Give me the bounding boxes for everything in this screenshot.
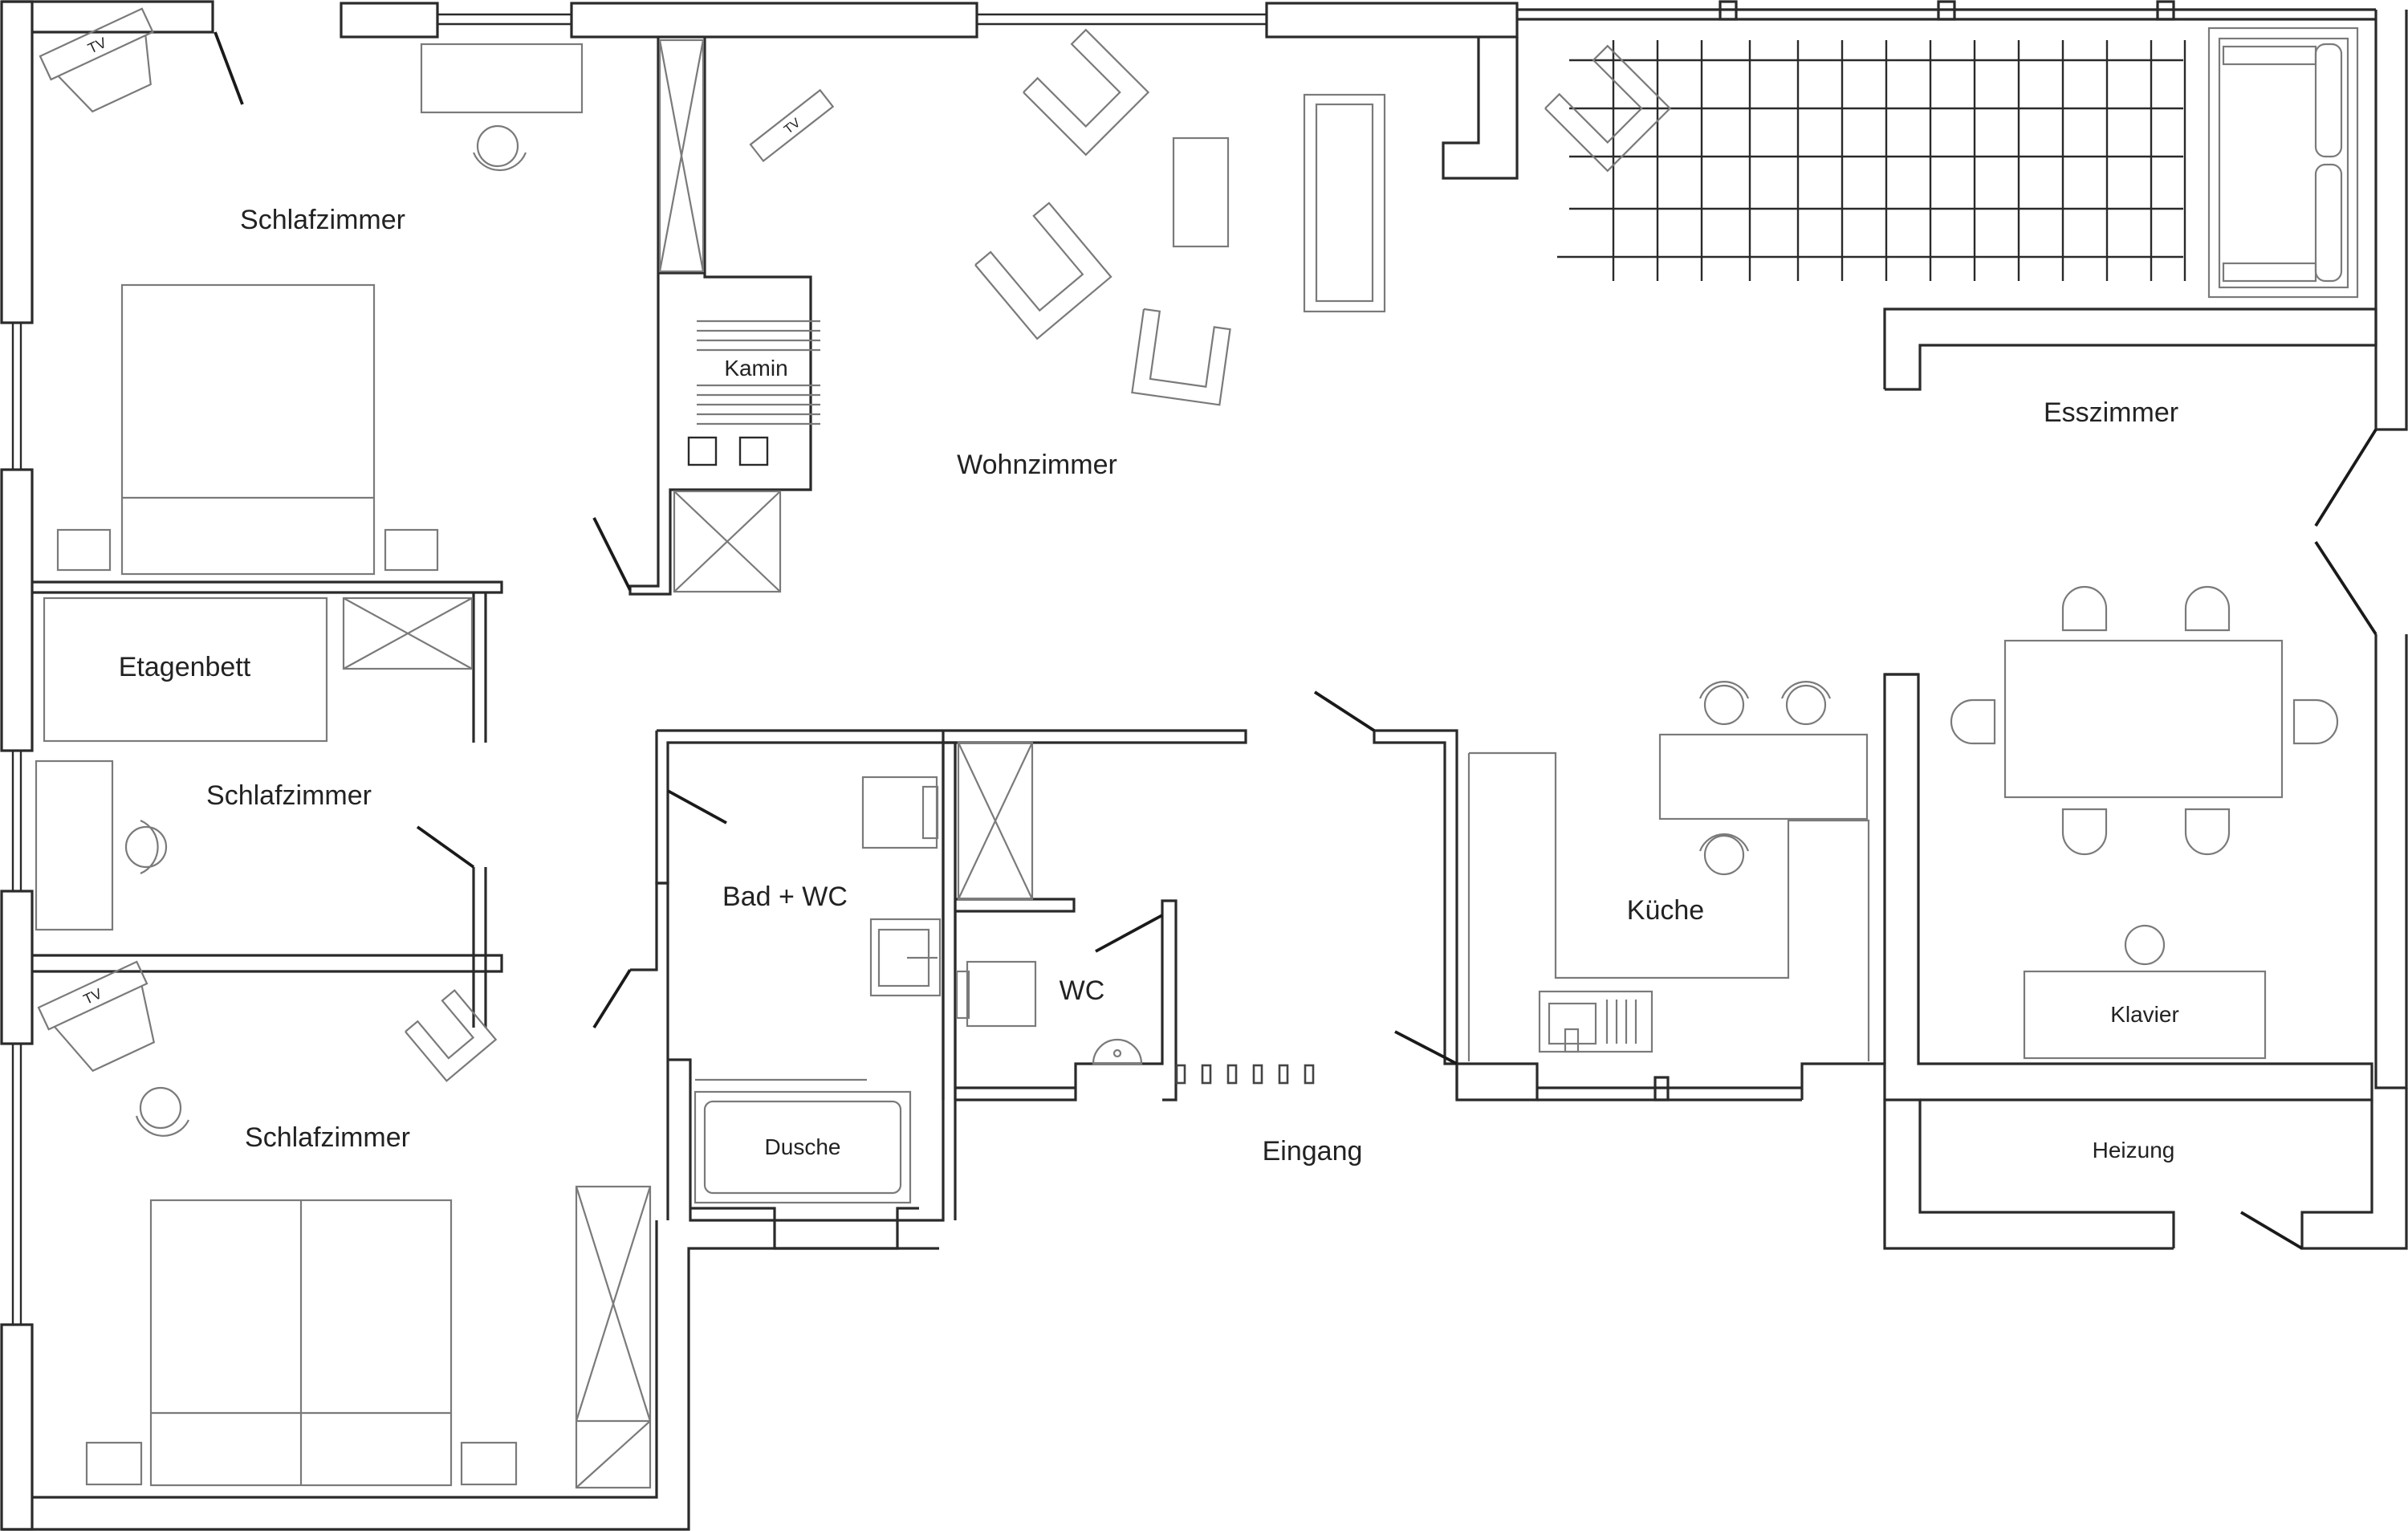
bedroom-1-furniture: TV Schlafzimmer: [39, 7, 705, 576]
terrace-pergola: [1544, 26, 2359, 299]
room-label-esszimmer: Esszimmer: [2044, 397, 2178, 428]
bar-stools: [1698, 681, 1832, 876]
room-label-schlafzimmer-2: Schlafzimmer: [206, 780, 372, 811]
kitchen-furniture: Küche: [1467, 681, 1870, 1061]
linen-cabinet: [957, 741, 1034, 901]
wardrobe-1: [658, 39, 705, 273]
armchair-1: [1023, 28, 1150, 157]
lounge-bench: [2207, 26, 2359, 299]
room-label-wc: WC: [1060, 975, 1105, 1006]
tv-stand-1: TV: [39, 7, 154, 113]
fireplace-hatch: [697, 320, 820, 426]
dining-chairs: [1950, 585, 2339, 856]
washbasin: [869, 918, 942, 997]
doors: [214, 31, 2377, 1250]
armchair-4: [1131, 307, 1231, 406]
room-label-heizung: Heizung: [2093, 1138, 2175, 1163]
chimney-shaft: [673, 490, 782, 593]
nightstand-3b: [460, 1441, 518, 1486]
living-room-furniture: TV Wohnzimmer: [749, 28, 1386, 480]
dining-table: [2003, 639, 2284, 799]
room-label-klavier: Klavier: [2110, 1002, 2179, 1027]
wardrobe-3: [575, 1185, 652, 1489]
bedroom-3-furniture: TV Schlafzimmer: [37, 960, 652, 1489]
room-label-dusche: Dusche: [765, 1134, 841, 1159]
desk-1: [420, 43, 584, 114]
misc-labels: Eingang Heizung: [1263, 1136, 2175, 1167]
room-label-eingang: Eingang: [1263, 1136, 1363, 1167]
coffee-table: [1172, 136, 1230, 248]
window-left: [11, 323, 22, 1325]
bathroom-furniture: Bad + WC Dusche: [694, 741, 1034, 1204]
bunk-bed: [43, 597, 328, 743]
armchair-2: [974, 202, 1112, 340]
bunk-room-furniture: Etagenbett Schlafzimmer: [35, 597, 474, 931]
wc-furniture: WC: [955, 960, 1143, 1065]
nightstand-1b: [384, 528, 439, 572]
room-label-bad-wc: Bad + WC: [722, 882, 848, 912]
tv-label-2: TV: [782, 116, 803, 136]
room-label-schlafzimmer-1: Schlafzimmer: [240, 205, 405, 235]
piano: [2023, 924, 2267, 1060]
toilet-1: [861, 776, 939, 849]
room-label-etagenbett: Etagenbett: [119, 652, 251, 682]
kitchen-counter: [1469, 751, 1870, 1061]
kitchen-island: [1658, 733, 1869, 820]
room-label-kueche: Küche: [1627, 895, 1704, 926]
entrance-threshold: [1175, 1064, 1315, 1085]
interior-walls: [32, 37, 2377, 1250]
wardrobe-2: [342, 597, 474, 670]
hand-basin: [1092, 1038, 1143, 1065]
chair-3: [139, 1086, 182, 1130]
fireplace: Kamin: [673, 320, 820, 593]
desk-2: [35, 759, 114, 931]
shower: [694, 1078, 912, 1204]
room-label-schlafzimmer-3: Schlafzimmer: [245, 1122, 410, 1153]
sink: [1538, 990, 1653, 1053]
pergola-horizontal-beams: [1557, 59, 2183, 259]
sofa: [1303, 93, 1386, 313]
pergola-vertical-beams: [1612, 40, 2186, 281]
nightstand-1a: [56, 528, 112, 572]
chair-1: [476, 124, 519, 168]
tv-stand-3: TV: [37, 960, 156, 1073]
armchair-3: [405, 989, 498, 1082]
room-label-wohnzimmer: Wohnzimmer: [957, 450, 1117, 480]
terrace-armchair: [1544, 44, 1672, 173]
tv-stand-2: TV: [749, 88, 835, 163]
dining-room-furniture: Esszimmer Klavier: [1950, 397, 2339, 1060]
bed-1: [120, 283, 376, 576]
nightstand-3a: [85, 1441, 143, 1486]
room-label-kamin: Kamin: [724, 356, 787, 381]
toilet-2: [955, 960, 1037, 1028]
chair-2: [124, 825, 168, 869]
